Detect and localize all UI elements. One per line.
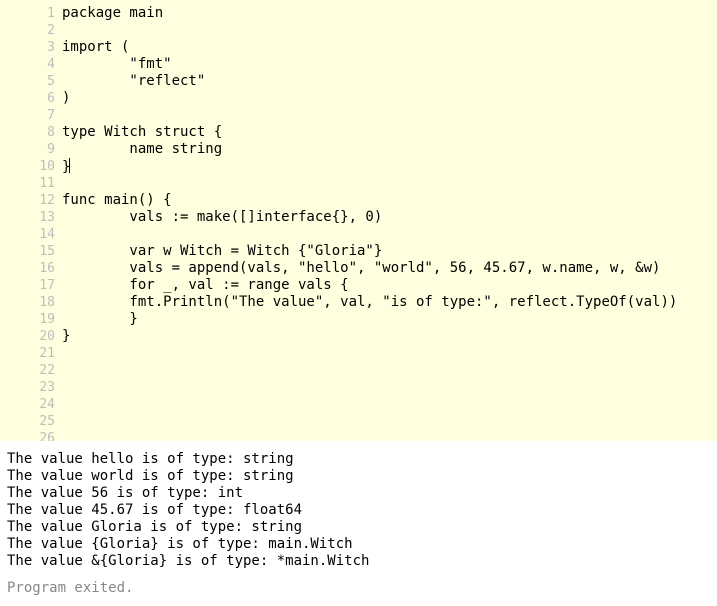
- code-line[interactable]: 18 fmt.Println("The value", val, "is of …: [0, 294, 717, 311]
- line-number: 16: [39, 261, 55, 276]
- line-number: 18: [39, 295, 55, 310]
- code-text[interactable]: import (: [62, 39, 130, 55]
- line-number: 25: [39, 414, 55, 429]
- code-line[interactable]: 2: [0, 22, 717, 39]
- code-text[interactable]: name string: [62, 141, 223, 157]
- line-number: 23: [39, 380, 55, 395]
- output-line: The value {Gloria} is of type: main.Witc…: [7, 536, 353, 552]
- line-number: 4: [47, 57, 55, 72]
- code-line[interactable]: 4 "fmt": [0, 56, 717, 73]
- code-text[interactable]: }: [62, 158, 71, 175]
- code-line[interactable]: 6): [0, 90, 717, 107]
- program-status: Program exited.: [7, 580, 134, 596]
- line-number: 12: [39, 193, 55, 208]
- code-line[interactable]: 16 vals = append(vals, "hello", "world",…: [0, 260, 717, 277]
- code-line[interactable]: 3 import (: [0, 39, 717, 56]
- code-line[interactable]: 17 for _, val := range vals {: [0, 277, 717, 294]
- line-number: 26: [39, 431, 55, 441]
- code-text[interactable]: vals = append(vals, "hello", "world", 56…: [62, 260, 661, 276]
- code-text[interactable]: ): [62, 90, 71, 106]
- line-number: 24: [39, 397, 55, 412]
- line-number: 21: [39, 346, 55, 361]
- code-text[interactable]: }: [62, 311, 138, 327]
- code-line[interactable]: 8 type Witch struct {: [0, 124, 717, 141]
- code-text[interactable]: vals := make([]interface{}, 0): [62, 209, 383, 225]
- line-number: 2: [47, 23, 55, 38]
- line-number: 8: [47, 125, 55, 140]
- output-line: The value hello is of type: string: [7, 451, 294, 467]
- line-number: 5: [47, 74, 55, 89]
- code-text[interactable]: type Witch struct {: [62, 124, 223, 140]
- code-text[interactable]: "fmt": [62, 56, 172, 72]
- line-number: 3: [47, 40, 55, 55]
- code-line[interactable]: 23: [0, 379, 717, 396]
- code-line[interactable]: 12 func main() {: [0, 192, 717, 209]
- line-number: 9: [47, 142, 55, 157]
- code-line[interactable]: 19 }: [0, 311, 717, 328]
- code-line[interactable]: 10}: [0, 158, 717, 175]
- code-line[interactable]: 21: [0, 345, 717, 362]
- code-line[interactable]: 7: [0, 107, 717, 124]
- code-text[interactable]: fmt.Println("The value", val, "is of typ…: [62, 294, 678, 310]
- line-number: 1: [47, 6, 55, 21]
- line-number: 15: [39, 244, 55, 259]
- line-number: 13: [39, 210, 55, 225]
- code-text[interactable]: "reflect": [62, 73, 206, 89]
- line-number: 20: [39, 329, 55, 344]
- code-text[interactable]: }: [62, 328, 71, 344]
- line-number: 6: [47, 91, 55, 106]
- line-number: 19: [39, 312, 55, 327]
- code-line[interactable]: 1 package main: [0, 5, 717, 22]
- line-number: 7: [47, 108, 55, 123]
- code-line[interactable]: 22: [0, 362, 717, 379]
- code-line[interactable]: 20}: [0, 328, 717, 345]
- code-line[interactable]: 15 var w Witch = Witch {"Gloria"}: [0, 243, 717, 260]
- text-caret: [69, 158, 71, 173]
- code-text[interactable]: var w Witch = Witch {"Gloria"}: [62, 243, 383, 259]
- output-line: The value world is of type: string: [7, 468, 294, 484]
- code-text[interactable]: package main: [62, 5, 164, 21]
- line-number: 22: [39, 363, 55, 378]
- code-text[interactable]: func main() {: [62, 192, 172, 208]
- line-number: 11: [39, 176, 55, 191]
- line-number: 10: [39, 159, 55, 174]
- code-line[interactable]: 24: [0, 396, 717, 413]
- output-line: The value Gloria is of type: string: [7, 519, 303, 535]
- code-line[interactable]: 26: [0, 430, 717, 441]
- code-line[interactable]: 13 vals := make([]interface{}, 0): [0, 209, 717, 226]
- code-line[interactable]: 11: [0, 175, 717, 192]
- output-line: The value 45.67 is of type: float64: [7, 502, 303, 518]
- line-number: 17: [39, 278, 55, 293]
- line-number: 14: [39, 227, 55, 242]
- code-line[interactable]: 25: [0, 413, 717, 430]
- code-text[interactable]: for _, val := range vals {: [62, 277, 349, 293]
- code-line[interactable]: 9 name string: [0, 141, 717, 158]
- code-line[interactable]: 14: [0, 226, 717, 243]
- output-line: The value &{Gloria} is of type: *main.Wi…: [7, 553, 370, 569]
- output-line: The value 56 is of type: int: [7, 485, 244, 501]
- code-line[interactable]: 5 "reflect": [0, 73, 717, 90]
